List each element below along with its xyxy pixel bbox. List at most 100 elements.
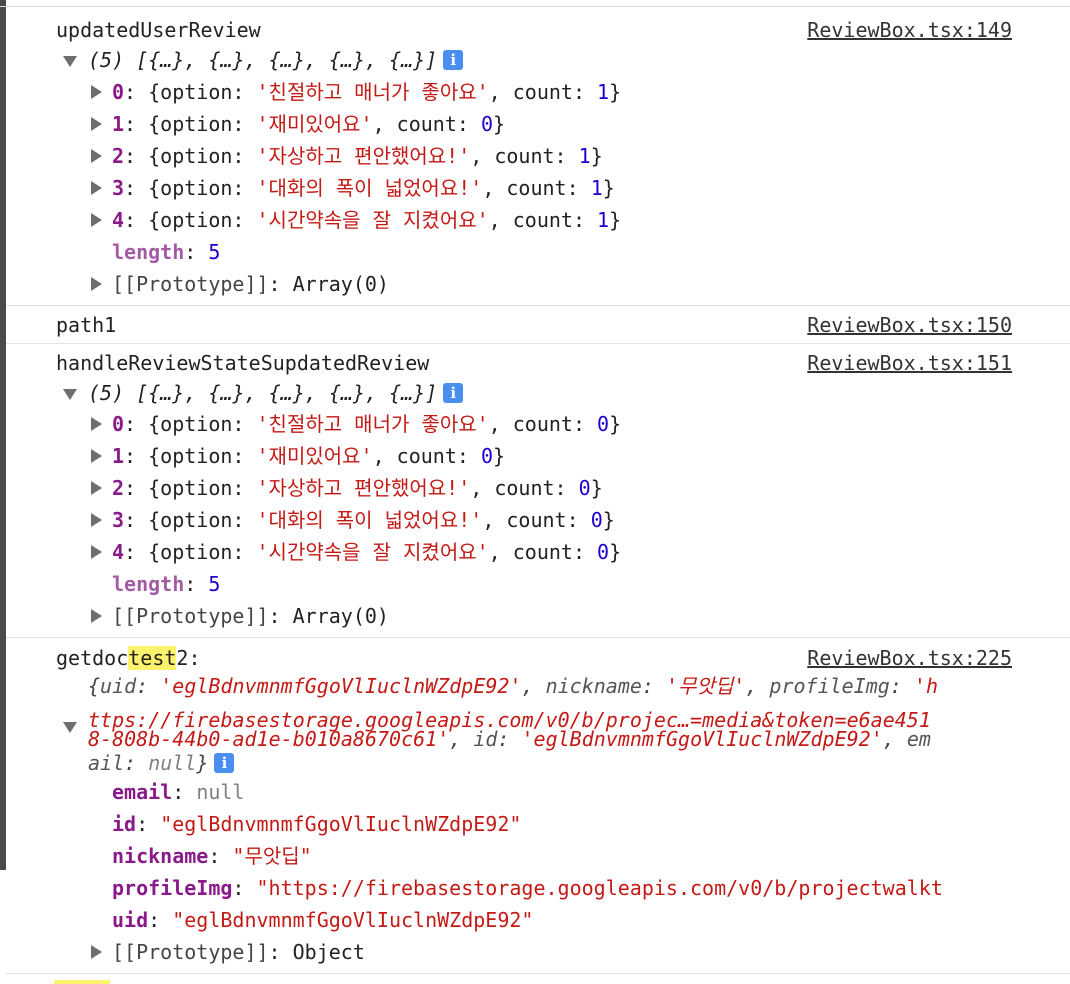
property-value: "무앗딥": [232, 844, 312, 868]
summary-key: em: [906, 727, 931, 751]
object-property: profileImg: "https://firebasestorage.goo…: [112, 876, 943, 900]
prototype-row[interactable]: [[Prototype]]: Array(0): [112, 272, 389, 296]
count-value: 1: [590, 176, 603, 200]
option-value: '자상하고 편안했어요!': [256, 144, 471, 168]
prototype-key: [[Prototype]]: [112, 940, 269, 964]
prototype-row[interactable]: [[Prototype]]: Object: [112, 940, 365, 964]
entry-divider: [6, 305, 1070, 306]
array-item[interactable]: 4: {option: '시간약속을 잘 지켰어요', count: 1}: [112, 208, 622, 232]
item-index: 3: [112, 176, 125, 200]
object-property: email: null: [112, 780, 245, 804]
expand-triangle-icon[interactable]: [91, 609, 102, 623]
object-summary-line[interactable]: ail: null}i: [88, 746, 235, 780]
expand-triangle-icon[interactable]: [91, 481, 102, 495]
summary-key: ail: [88, 751, 125, 775]
option-value: '재미있어요': [256, 444, 373, 468]
array-item[interactable]: 0: {option: '친절하고 매너가 좋아요', count: 1}: [112, 80, 622, 104]
search-highlight-partial: [54, 980, 110, 984]
option-value: '시간약속을 잘 지켰어요': [256, 208, 489, 232]
property-value: "https://firebasestorage.googleapis.com/…: [256, 876, 943, 900]
length-value: 5: [208, 240, 221, 264]
log-message: getdoctest2:: [56, 642, 201, 674]
entry-divider: [6, 637, 1070, 638]
item-index: 0: [112, 80, 125, 104]
collapse-triangle-icon[interactable]: [63, 56, 77, 67]
property-value: "eglBdnvmnmfGgoVlIuclnWZdpE92": [172, 908, 534, 932]
array-item[interactable]: 2: {option: '자상하고 편안했어요!', count: 1}: [112, 144, 603, 168]
array-item[interactable]: 4: {option: '시간약속을 잘 지켰어요', count: 0}: [112, 540, 622, 564]
count-value: 0: [480, 444, 494, 468]
option-value: '시간약속을 잘 지켰어요': [256, 540, 489, 564]
property-key: uid: [112, 908, 149, 932]
array-summary[interactable]: (5) [{…}, {…}, {…}, {…}, {…}]i: [88, 377, 464, 409]
summary-value: 'eglBdnvmnmfGgoVlIuclnWZdpE92': [521, 727, 883, 751]
object-property: nickname: "무앗딥": [112, 844, 312, 868]
expand-triangle-icon[interactable]: [91, 149, 102, 163]
console-gutter: [0, 0, 6, 870]
top-divider: [0, 6, 1070, 7]
search-highlight: test: [128, 646, 177, 670]
source-link[interactable]: ReviewBox.tsx:149: [807, 18, 1012, 42]
message-prefix: getdoc: [56, 646, 129, 670]
count-value: 0: [597, 540, 610, 564]
info-icon[interactable]: i: [214, 753, 235, 773]
count-value: 0: [578, 476, 591, 500]
summary-value: null: [148, 751, 197, 775]
item-index: 2: [112, 476, 125, 500]
source-link[interactable]: ReviewBox.tsx:151: [807, 351, 1012, 375]
expand-triangle-icon[interactable]: [91, 545, 102, 559]
entry-divider: [6, 973, 1070, 974]
summary-key: nickname: [545, 674, 642, 698]
summary-value: '무앗딥': [666, 674, 746, 698]
array-item[interactable]: 3: {option: '대화의 폭이 넓었어요!', count: 1}: [112, 176, 615, 200]
object-summary-line[interactable]: ttps://firebasestorage.googleapis.com/v0…: [88, 703, 931, 737]
object-property: uid: "eglBdnvmnmfGgoVlIuclnWZdpE92": [112, 908, 534, 932]
item-index: 4: [112, 540, 125, 564]
summary-key: id: [473, 727, 498, 751]
entry-divider: [6, 343, 1070, 344]
length-key: length: [112, 240, 185, 264]
object-summary-line[interactable]: {uid: 'eglBdnvmnmfGgoVlIuclnWZdpE92', ni…: [88, 674, 939, 698]
expand-triangle-icon[interactable]: [91, 513, 102, 527]
array-summary-text: (5) [{…}, {…}, {…}, {…}, {…}]: [88, 48, 438, 72]
item-index: 4: [112, 208, 125, 232]
array-item[interactable]: 2: {option: '자상하고 편안했어요!', count: 0}: [112, 476, 603, 500]
prototype-key: [[Prototype]]: [112, 272, 269, 296]
log-message: handleReviewStateSupdatedReview: [56, 351, 430, 375]
length-key: length: [112, 572, 185, 596]
object-summary-line[interactable]: 8-808b-44b0-ad1e-b010a8670c61', id: 'egl…: [88, 727, 931, 751]
info-icon[interactable]: i: [443, 50, 464, 70]
log-message: updatedUserReview: [56, 18, 261, 42]
prototype-key: [[Prototype]]: [112, 604, 269, 628]
prototype-row[interactable]: [[Prototype]]: Array(0): [112, 604, 389, 628]
prototype-value: Array(0): [292, 272, 389, 296]
expand-triangle-icon[interactable]: [91, 417, 102, 431]
length-value: 5: [208, 572, 221, 596]
array-length: length: 5: [112, 240, 221, 264]
summary-key: uid: [100, 674, 137, 698]
array-summary[interactable]: (5) [{…}, {…}, {…}, {…}, {…}]i: [88, 44, 464, 76]
expand-triangle-icon[interactable]: [91, 945, 102, 959]
info-icon[interactable]: i: [443, 383, 464, 403]
array-item[interactable]: 1: {option: '재미있어요', count: 0}: [112, 444, 506, 468]
array-item[interactable]: 0: {option: '친절하고 매너가 좋아요', count: 0}: [112, 412, 622, 436]
expand-triangle-icon[interactable]: [91, 277, 102, 291]
array-item[interactable]: 1: {option: '재미있어요', count: 0}: [112, 112, 506, 136]
collapse-triangle-icon[interactable]: [63, 389, 77, 400]
expand-triangle-icon[interactable]: [91, 181, 102, 195]
option-value: '대화의 폭이 넓었어요!': [256, 508, 483, 532]
property-value: "eglBdnvmnmfGgoVlIuclnWZdpE92": [160, 812, 522, 836]
source-link[interactable]: ReviewBox.tsx:150: [807, 313, 1012, 337]
array-item[interactable]: 3: {option: '대화의 폭이 넓었어요!', count: 0}: [112, 508, 615, 532]
expand-triangle-icon[interactable]: [91, 85, 102, 99]
item-index: 1: [112, 112, 125, 136]
source-link[interactable]: ReviewBox.tsx:225: [807, 646, 1012, 670]
property-key: profileImg: [112, 876, 233, 900]
log-message: path1: [56, 313, 117, 337]
item-index: 0: [112, 412, 125, 436]
expand-triangle-icon[interactable]: [91, 213, 102, 227]
item-index: 1: [112, 444, 125, 468]
collapse-triangle-icon[interactable]: [63, 722, 77, 733]
expand-triangle-icon[interactable]: [91, 117, 102, 131]
expand-triangle-icon[interactable]: [91, 449, 102, 463]
